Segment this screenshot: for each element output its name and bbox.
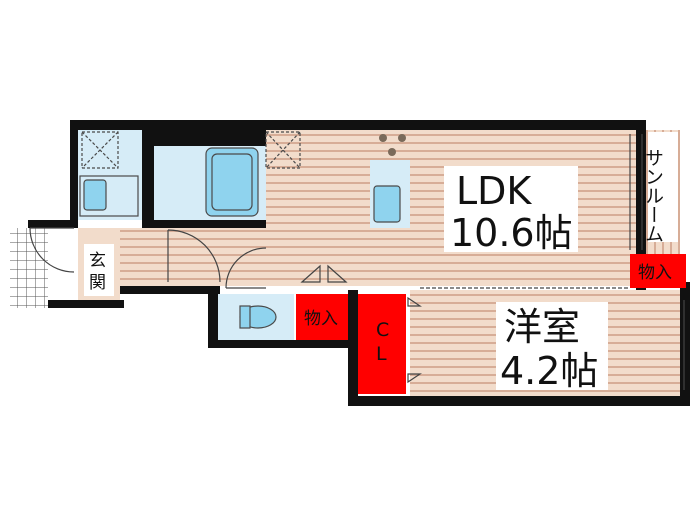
storage-door-icon [300, 264, 348, 283]
bathtub-inner-icon [211, 153, 253, 211]
wall-toilet-bottom [208, 340, 352, 348]
hall-door-icon [167, 229, 221, 283]
toilet-door-icon [225, 247, 267, 289]
stove-burner-icon [398, 134, 406, 142]
entrance-label-box [84, 244, 114, 296]
wall-bath-side [142, 120, 154, 228]
entrance-label-1: 玄 [89, 251, 106, 271]
wall-closet-left [348, 290, 358, 406]
washer-space-icon [81, 131, 119, 169]
western-name: 洋室 [504, 305, 580, 349]
closet-label-c: C [376, 319, 389, 341]
sunroom-label: サンルーム [642, 148, 664, 243]
storage-center-label: 物入 [304, 309, 338, 329]
closet-door-icon [407, 296, 422, 384]
wall-entrance-left [28, 220, 78, 228]
storage-right [630, 254, 686, 288]
refrigerator-space-icon [265, 131, 301, 169]
storage-center [296, 294, 348, 340]
hall-floor [120, 228, 270, 286]
ldk-label-box [444, 166, 578, 252]
entrance-door-icon [29, 227, 75, 273]
ldk-size: 10.6帖 [450, 211, 573, 255]
bathtub-icon [205, 147, 259, 217]
western-size: 4.2帖 [500, 349, 598, 393]
wall-toilet-left [208, 286, 218, 348]
washbasin-frame-icon [79, 175, 139, 217]
wall-bottom-right [348, 396, 686, 406]
storage-right-label: 物入 [638, 263, 672, 283]
ldk-name: LDK [456, 169, 532, 213]
closet [358, 294, 406, 394]
stove-burner-icon [388, 148, 396, 156]
wall-bottom-left [120, 286, 220, 294]
wall-top [70, 120, 644, 130]
wall-bath-bottom [142, 220, 266, 228]
sunroom-label-box [648, 132, 678, 242]
wall-left-upper [70, 120, 78, 223]
entrance-tile [10, 228, 48, 308]
stove-burner-icon [379, 134, 387, 142]
wall-right-lower [680, 282, 690, 406]
sink-icon [373, 185, 401, 223]
washbasin-icon [83, 179, 107, 211]
wall-bath [142, 120, 266, 146]
wall-entrance-bottom [48, 300, 124, 308]
closet-label-l: L [376, 343, 387, 365]
western-label-box [496, 302, 608, 390]
toilet-tank-icon [239, 305, 251, 329]
entrance-label-2: 関 [89, 273, 106, 293]
wall-right-upper [636, 120, 646, 290]
sunroom-window-icon [629, 134, 643, 250]
